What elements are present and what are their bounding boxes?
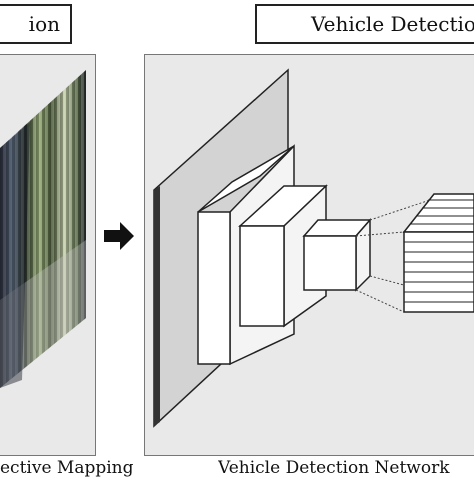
- warped-road-image: [0, 70, 86, 388]
- feature-stack-block: [402, 193, 474, 313]
- right-title-box: Vehicle Detection: [255, 4, 474, 44]
- left-title-box: ion: [0, 4, 72, 44]
- left-title-text: ion: [28, 12, 60, 36]
- left-caption: ective Mapping: [0, 458, 134, 478]
- right-caption: Vehicle Detection Network: [218, 458, 450, 478]
- right-arrow-icon: [104, 222, 134, 250]
- conv-block-3: [302, 218, 372, 292]
- right-title-text: Vehicle Detection: [311, 12, 474, 36]
- projection-lines: [355, 199, 431, 313]
